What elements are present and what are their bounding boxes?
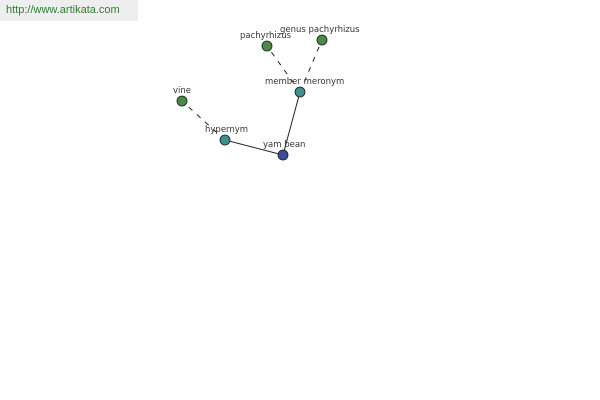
node-hypernym[interactable] <box>219 134 231 146</box>
node-member-meronym[interactable] <box>294 86 306 98</box>
source-url-bar: http://www.artikata.com <box>0 0 138 21</box>
node-label-member-meronym[interactable]: member meronym <box>265 77 344 87</box>
node-label-yam-bean[interactable]: yam bean <box>263 140 305 150</box>
source-url-link[interactable]: http://www.artikata.com <box>6 4 120 16</box>
node-pachyrhizus[interactable] <box>261 40 273 52</box>
node-label-genus-pachyrhizus[interactable]: genus pachyrhizus <box>280 25 360 35</box>
node-vine[interactable] <box>176 95 188 107</box>
edge-yam-bean-to-hypernym <box>224 139 284 156</box>
edge-hypernym-to-vine <box>181 100 226 141</box>
edge-member-meronym-to-pachyrhizus <box>266 45 301 93</box>
node-label-pachyrhizus[interactable]: pachyrhizus <box>240 31 292 41</box>
node-label-hypernym[interactable]: hypernym <box>205 125 248 135</box>
node-label-vine[interactable]: vine <box>173 86 191 96</box>
edge-member-meronym-to-genus-pachyrhizus <box>299 39 323 93</box>
edge-yam-bean-to-member-meronym <box>282 91 301 156</box>
graph-edges <box>181 39 323 156</box>
node-genus-pachyrhizus[interactable] <box>316 34 328 46</box>
node-yam-bean[interactable] <box>277 149 289 161</box>
